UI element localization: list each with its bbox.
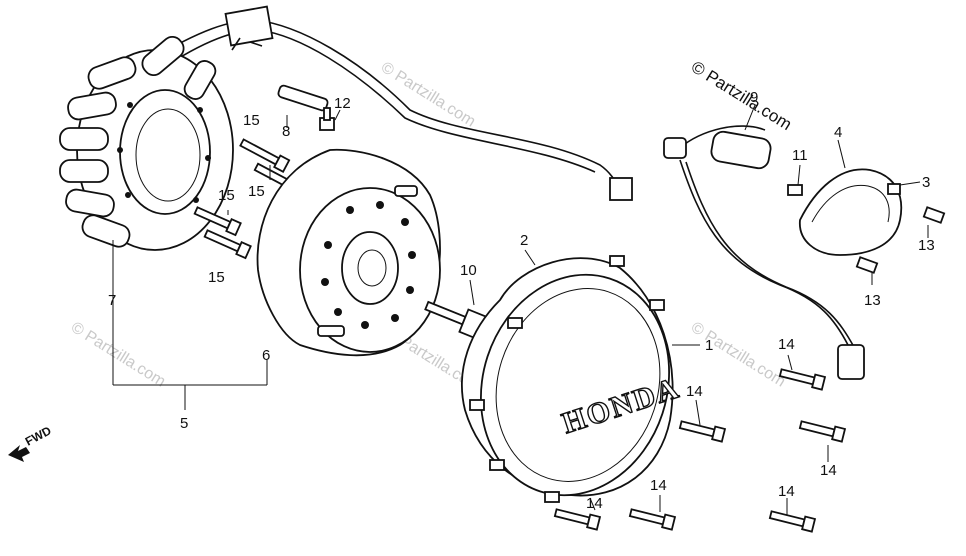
callout-9: 9	[750, 89, 758, 106]
watermark-faint-2: © Partzilla.com	[68, 319, 168, 391]
pulse-generator	[663, 125, 865, 380]
callout-15c: 15	[218, 187, 235, 204]
leader-lines	[112, 104, 929, 515]
callout-14d: 14	[586, 495, 603, 512]
fwd-label: FWD	[23, 423, 54, 448]
callout-labels: 1 2 3 4 5 6 7 8 9 10 11 12 13 13 14 14 1…	[108, 89, 935, 512]
callout-8: 8	[282, 123, 290, 140]
callout-4: 4	[834, 124, 842, 141]
flywheel-rotor	[256, 148, 441, 357]
forward-direction-indicator: FWD	[8, 423, 54, 462]
callout-15a: 15	[243, 112, 260, 129]
callout-13a: 13	[918, 237, 935, 254]
watermark-faint-4: © Partzilla.com	[688, 319, 788, 391]
callout-14a: 14	[778, 336, 795, 353]
callout-11: 11	[792, 147, 808, 164]
callout-6: 6	[262, 347, 270, 364]
callout-15b: 15	[248, 183, 265, 200]
stator	[59, 35, 234, 251]
callout-14c: 14	[820, 462, 837, 479]
callout-15d: 15	[208, 269, 225, 286]
callout-14b: 14	[686, 383, 703, 400]
fwd-arrow-icon	[8, 445, 30, 462]
callout-13b: 13	[864, 292, 881, 309]
pin-and-screw	[277, 84, 335, 131]
callout-14e: 14	[650, 477, 667, 494]
cover-bolts	[553, 368, 847, 533]
callout-12: 12	[334, 95, 351, 112]
callout-7: 7	[108, 292, 116, 309]
callout-2: 2	[520, 232, 528, 249]
crankcase-cover: HONDA	[461, 255, 685, 503]
pulse-cover	[787, 168, 946, 274]
callout-1: 1	[705, 337, 713, 354]
callout-10: 10	[460, 262, 477, 279]
stator-wire-harness	[149, 5, 633, 201]
watermark-main: © Partzilla.com	[688, 57, 795, 134]
callout-5: 5	[180, 415, 188, 432]
callout-3: 3	[922, 174, 930, 191]
callout-14f: 14	[778, 483, 795, 500]
